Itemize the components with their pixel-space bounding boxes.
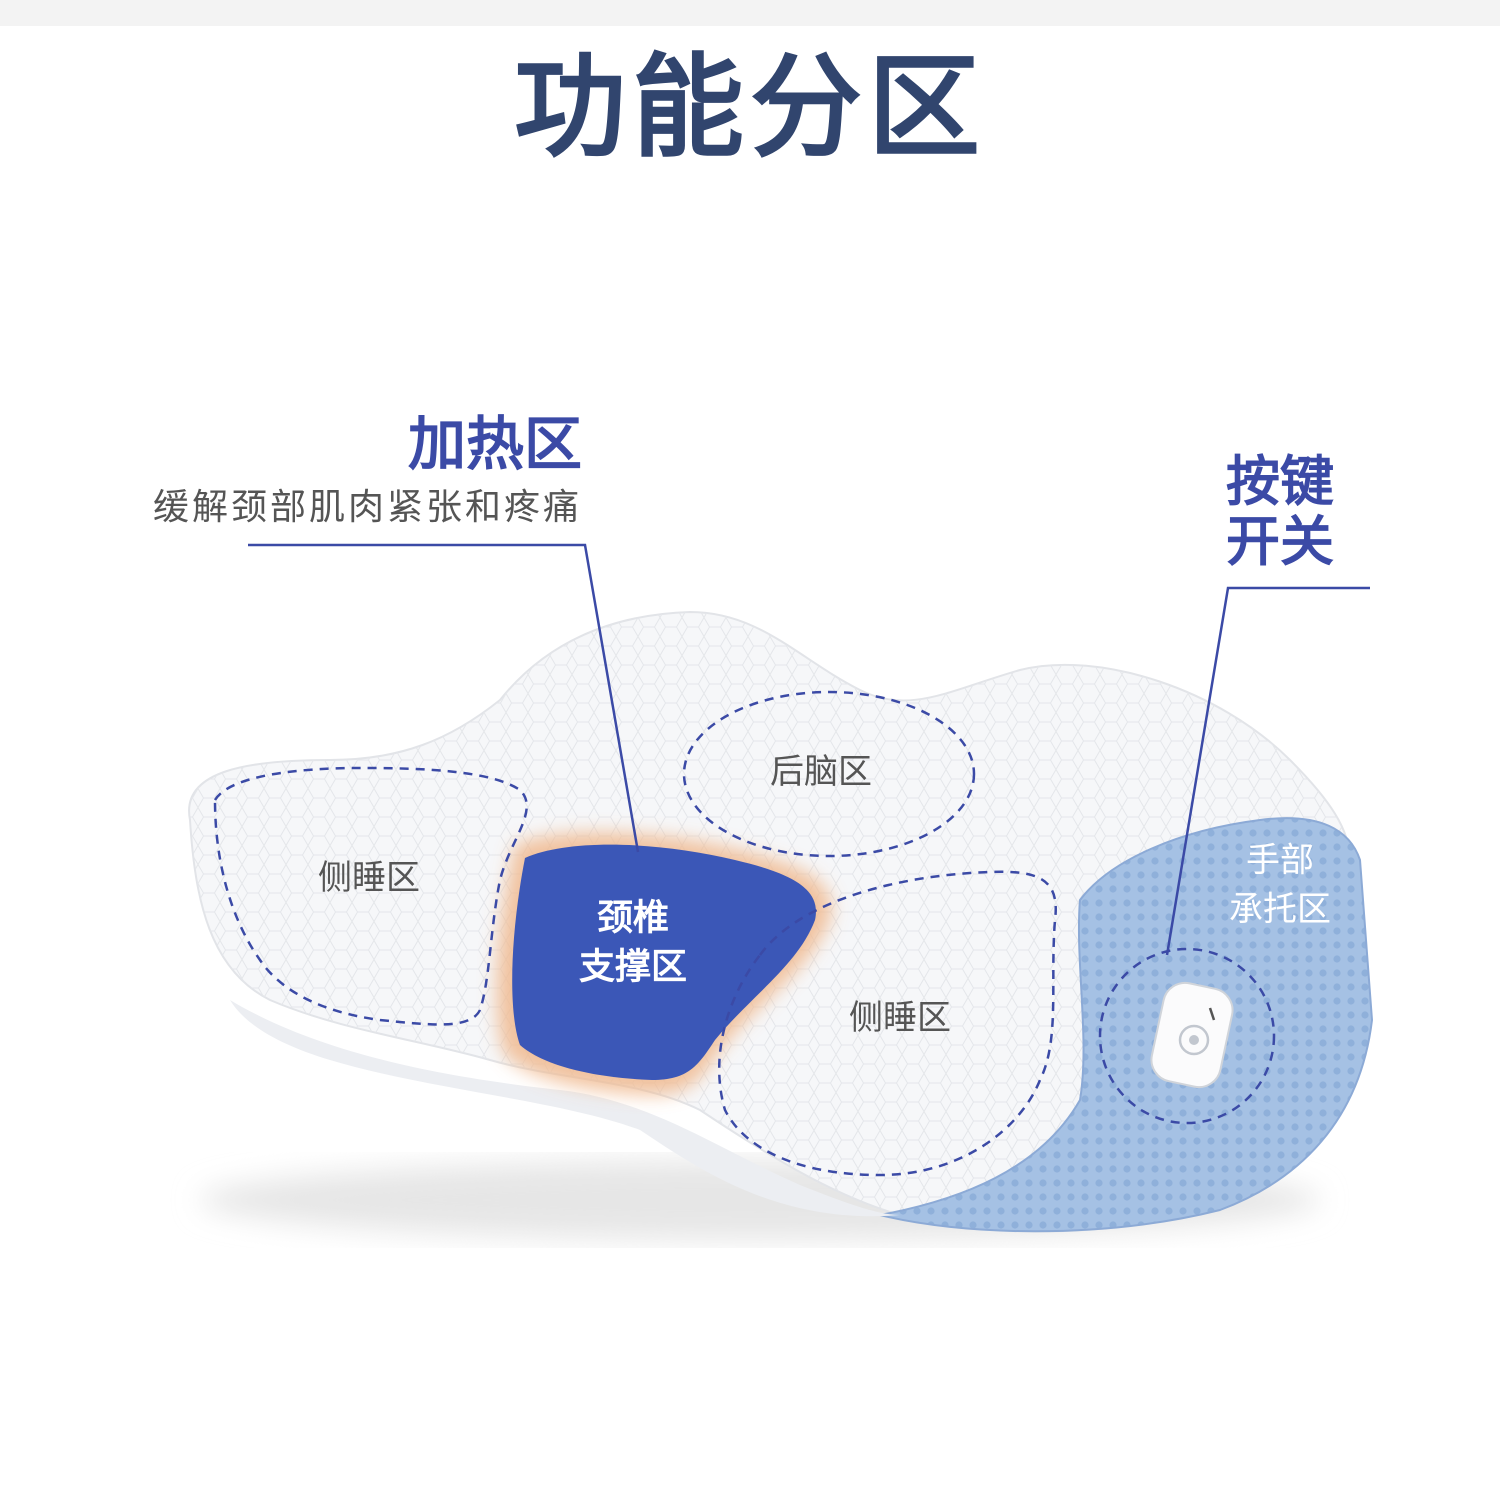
top-band <box>0 0 1500 26</box>
heat-zone <box>512 844 816 1080</box>
heating-zone-description: 缓解颈部肌肉紧张和疼痛 <box>152 487 582 528</box>
hand-mesh <box>879 817 1374 1233</box>
switch-zone-outline <box>1098 947 1276 1125</box>
side-right-zone-outline <box>718 870 1057 1177</box>
hand-zone-label-line2: 承托区 <box>1229 890 1331 930</box>
side-right-zone-label: 侧睡区 <box>849 998 951 1038</box>
heating-zone-title: 加热区 <box>407 410 582 478</box>
hand-zone-label: 手部 承托区 <box>1229 837 1331 936</box>
hand-zone-label-line1: 手部 <box>1246 840 1314 881</box>
switch-callout: 按键 开关 <box>1226 450 1366 574</box>
pillow-front-lip <box>230 1000 900 1217</box>
power-button[interactable] <box>1147 979 1236 1091</box>
neck-zone-label-line2: 支撑区 <box>578 946 688 987</box>
back-head-zone-label: 后脑区 <box>770 752 872 792</box>
page-title: 功能分区 <box>514 43 986 173</box>
switch-callout-line2: 开关 <box>1226 510 1334 574</box>
switch-leader-line <box>1165 586 1370 956</box>
neck-zone-label: 颈椎 支撑区 <box>579 894 687 991</box>
switch-callout-line1: 按键 <box>1226 450 1334 513</box>
heat-leader-line <box>248 543 640 853</box>
side-left-zone-label: 侧睡区 <box>318 858 420 898</box>
side-left-zone-outline <box>213 766 528 1026</box>
neck-zone-label-line1: 颈椎 <box>596 897 670 939</box>
back-head-zone-outline <box>682 690 976 858</box>
power-button-icon <box>1178 1024 1210 1056</box>
